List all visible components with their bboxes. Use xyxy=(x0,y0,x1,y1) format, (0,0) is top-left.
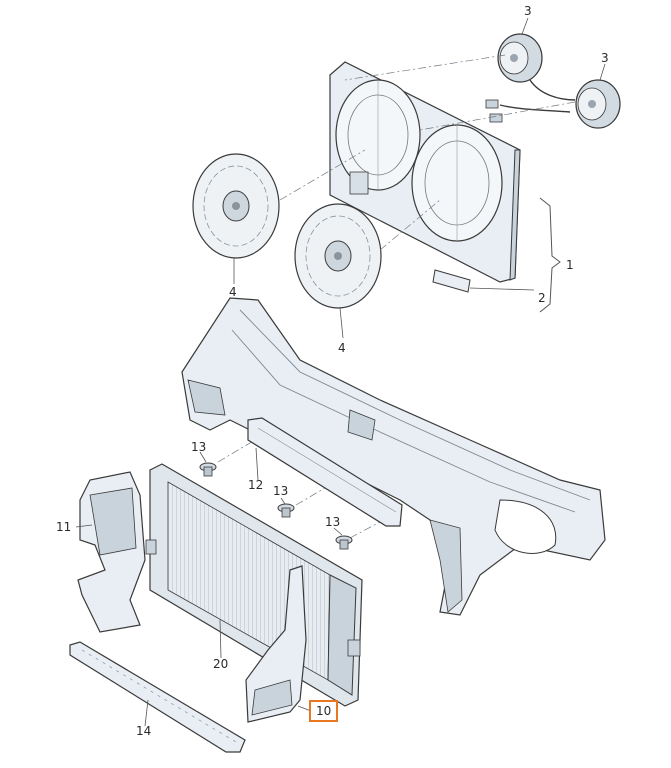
part-label-3-upper: 3 xyxy=(524,4,532,18)
group-bracket xyxy=(539,197,561,313)
air-guide-right xyxy=(245,565,307,723)
part-label-1: 1 xyxy=(566,258,574,272)
part-label-13-second: 13 xyxy=(273,484,289,498)
screw-3 xyxy=(335,535,353,550)
fan-blade-right xyxy=(294,203,382,309)
fan-motor-lower xyxy=(575,79,621,129)
lock-carrier xyxy=(181,297,606,616)
fan-motor-upper xyxy=(497,33,543,83)
part-label-13-first: 13 xyxy=(191,440,207,454)
leader-lines xyxy=(75,17,606,727)
part-label-4-left: 4 xyxy=(229,285,237,299)
motor-wiring xyxy=(485,79,576,123)
seal-plate xyxy=(432,269,471,293)
fan-blade-left xyxy=(192,153,280,259)
alignment-lines xyxy=(217,54,576,539)
part-label-14: 14 xyxy=(136,724,152,738)
part-label-11: 11 xyxy=(56,520,72,534)
part-label-13-third: 13 xyxy=(325,515,341,529)
part-label-2: 2 xyxy=(538,291,546,305)
part-label-20: 20 xyxy=(213,657,229,671)
fan-shroud xyxy=(329,61,521,283)
part-label-4-right: 4 xyxy=(338,341,346,355)
air-duct-left xyxy=(77,471,146,633)
screw-2 xyxy=(277,503,295,518)
part-label-12: 12 xyxy=(248,478,264,492)
screw-1 xyxy=(199,462,217,477)
bottom-air-deflector xyxy=(69,641,246,753)
part-label-10-highlighted: 10 xyxy=(309,700,339,722)
air-guide-bracket xyxy=(247,417,403,527)
part-label-3-lower: 3 xyxy=(601,51,609,65)
